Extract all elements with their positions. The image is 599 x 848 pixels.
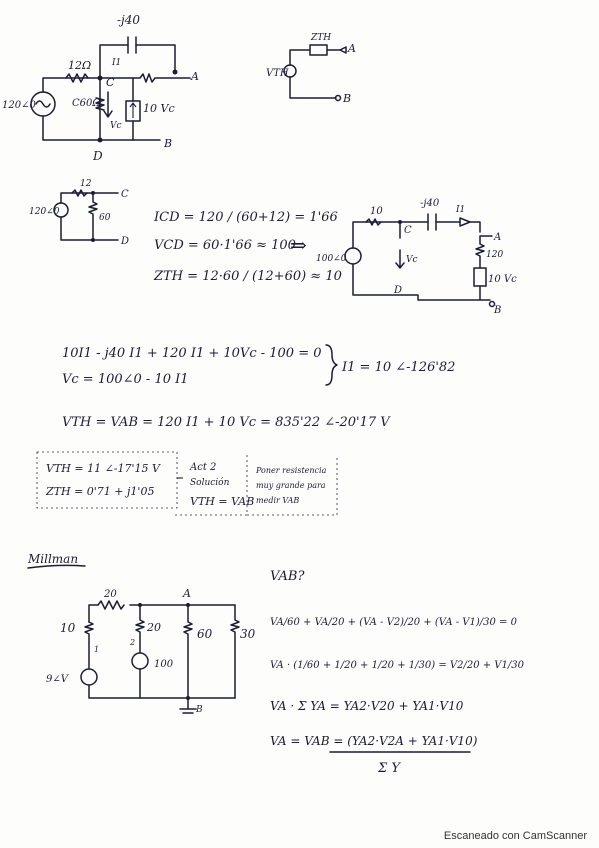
node-b: B xyxy=(163,137,172,150)
eq-millman-4-num: VA = VAB = (YA2·V2A + YA1·V10) xyxy=(270,734,478,748)
node-d: D xyxy=(120,236,129,247)
ac-source-icon xyxy=(344,247,362,265)
node-c: C xyxy=(404,225,412,236)
label-source: 120∠0 xyxy=(29,207,60,217)
node-a: A xyxy=(190,70,199,83)
act-line-2: Solución xyxy=(190,477,230,488)
act-line-3: VTH = VAB xyxy=(190,495,254,508)
dc-source-icon xyxy=(80,668,98,686)
label-vc: Vc xyxy=(110,121,122,131)
label-src1: 9∠V xyxy=(46,674,70,685)
note-line-1: Poner resistencia xyxy=(255,466,327,475)
label-source: 120∠0 xyxy=(2,100,36,111)
section-title: Millman xyxy=(27,552,78,566)
label-r60: 60 xyxy=(99,213,111,223)
label-r12: 12Ω xyxy=(68,59,91,72)
implies-arrow-icon: ⇒ xyxy=(290,233,307,257)
results-box: VTH = 11 ∠-17'15 V ZTH = 0'71 + j1'05 Ac… xyxy=(36,451,338,516)
ground-icon xyxy=(179,697,197,714)
node-a: A xyxy=(347,42,356,55)
label-r12: 12 xyxy=(80,179,92,189)
eq-millman-1: VA/60 + VA/20 + (VA - V2)/20 + (VA - V1)… xyxy=(270,617,518,628)
eq-millman-3: VA · Σ YA = YA2·V20 + YA1·V10 xyxy=(270,699,464,713)
node-b: B xyxy=(493,305,501,316)
diode-arrow-icon xyxy=(459,217,471,227)
node-b: B xyxy=(195,705,203,715)
capacitor-icon xyxy=(427,213,437,231)
label-i1: I1 xyxy=(455,205,465,215)
node-d: D xyxy=(92,149,103,163)
label-dep: 10 Vc xyxy=(143,102,175,115)
label-src2: 100 xyxy=(154,659,174,670)
node-a: A xyxy=(493,232,501,243)
eq-vcd: VCD = 60·1'66 ≈ 100 xyxy=(154,238,296,253)
label-cap60: C60Ω xyxy=(72,98,101,109)
label-r10: 10 xyxy=(60,621,76,635)
label-i2: 2 xyxy=(129,638,135,647)
thevenin-model: ZTH VTH A B xyxy=(266,33,356,105)
result-vth: VTH = 11 ∠-17'15 V xyxy=(46,462,161,475)
node-b: B xyxy=(342,92,351,105)
label-r30: 30 xyxy=(240,627,256,641)
sine-icon xyxy=(35,100,51,108)
label-r120: 120 xyxy=(486,250,503,260)
label-cap: -j40 xyxy=(117,13,140,27)
mesh-equations: 10I1 - j40 I1 + 120 I1 + 10Vc - 100 = 0 … xyxy=(62,344,455,430)
act-line-1: Act 2 xyxy=(189,462,216,473)
node-a: A xyxy=(182,587,191,600)
label-zth: ZTH xyxy=(310,33,331,43)
eq-icd: ICD = 120 / (60+12) = 1'66 xyxy=(153,210,338,225)
label-r60: 60 xyxy=(197,627,213,641)
millman-section: Millman 20 A 10 20 60 30 9∠V 100 1 2 B xyxy=(27,552,256,715)
label-r10: 10 xyxy=(370,206,383,217)
brace-icon xyxy=(325,344,338,386)
label-r20: 20 xyxy=(103,589,117,600)
capacitor-icon xyxy=(127,36,137,54)
circuit-1: -j40 12Ω 120∠0 C60Ω 10 Vc I1 Vc C A B D xyxy=(2,13,199,163)
label-vth: VTH xyxy=(266,68,289,79)
eq-zth: ZTH = 12·60 / (12+60) ≈ 10 xyxy=(153,269,342,284)
eq-millman-4-den: Σ Y xyxy=(377,761,401,776)
dc-source-icon xyxy=(131,652,149,670)
label-source: 100∠0 xyxy=(316,254,347,264)
note-line-2: muy grande para xyxy=(256,481,326,490)
result-zth: ZTH = 0'71 + j1'05 xyxy=(45,485,154,498)
dependent-source-icon xyxy=(473,267,487,287)
eq-mesh-2: Vc = 100∠0 - 10 I1 xyxy=(62,372,189,387)
circuit-2: 120∠0 12 60 C D xyxy=(29,179,129,247)
node-d: D xyxy=(393,285,402,296)
node-c: C xyxy=(121,189,129,200)
eq-i1-result: I1 = 10 ∠-126'82 xyxy=(341,360,455,375)
label-dep: 10 Vc xyxy=(488,274,517,285)
label-cap: -j40 xyxy=(420,198,440,209)
label-r20b: 20 xyxy=(146,621,161,634)
thevenin-equations: ICD = 120 / (60+12) = 1'66 VCD = 60·1'66… xyxy=(153,210,342,284)
label-i1: 1 xyxy=(94,645,99,654)
circuit-3: 10 -j40 I1 120 10 Vc 100∠0 C D A B Vc xyxy=(316,198,517,316)
note-line-3: medir VAB xyxy=(256,496,299,505)
eq-vth: VTH = VAB = 120 I1 + 10 Vc = 835'22 ∠-20… xyxy=(62,415,391,430)
zth-box-icon xyxy=(309,44,328,56)
millman-equations: VAB? VA/60 + VA/20 + (VA - V2)/20 + (VA … xyxy=(270,569,525,776)
label-i1: I1 xyxy=(111,58,121,68)
eq-millman-2: VA · (1/60 + 1/20 + 1/20 + 1/30) = V2/20… xyxy=(270,660,525,671)
eq-mesh-1: 10I1 - j40 I1 + 120 I1 + 10Vc - 100 = 0 xyxy=(62,346,322,361)
scanner-footer: Escaneado con CamScanner xyxy=(443,830,587,842)
eq-question: VAB? xyxy=(270,569,305,584)
node-c: C xyxy=(106,76,115,89)
label-vc: Vc xyxy=(406,255,418,265)
